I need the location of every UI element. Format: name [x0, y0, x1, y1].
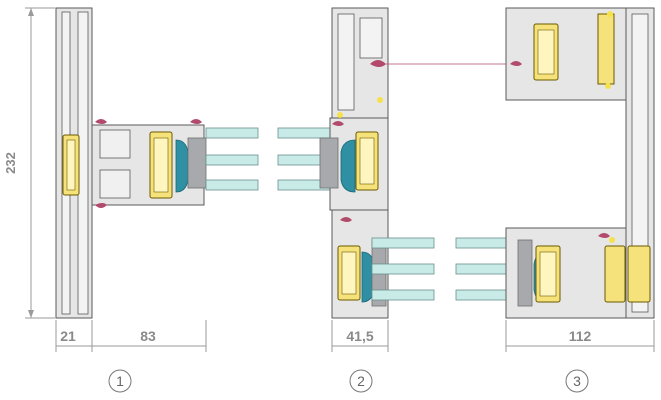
section-1-circle [108, 369, 132, 393]
height-dimension: 232 [3, 7, 55, 319]
section-labels: 1 2 3 [108, 369, 589, 393]
section-2-profile [319, 7, 389, 319]
section-3-label: 3 [573, 373, 581, 389]
section-2-label: 2 [357, 373, 365, 389]
dim-21: 21 [60, 328, 76, 344]
section-1-label: 1 [116, 373, 124, 389]
dim-41-5: 41,5 [346, 328, 373, 344]
section-3-circle [565, 369, 589, 393]
section-2-circle [349, 369, 373, 393]
dim-112: 112 [569, 328, 592, 344]
section-3-profile [505, 7, 655, 319]
section-1-profile [55, 7, 207, 319]
height-dimension-label: 232 [3, 152, 18, 174]
width-dimensions: 21 83 41,5 112 [55, 320, 655, 352]
dim-83: 83 [140, 328, 156, 344]
glazing-1-2 [205, 127, 333, 191]
glazing-2-3 [371, 237, 519, 301]
